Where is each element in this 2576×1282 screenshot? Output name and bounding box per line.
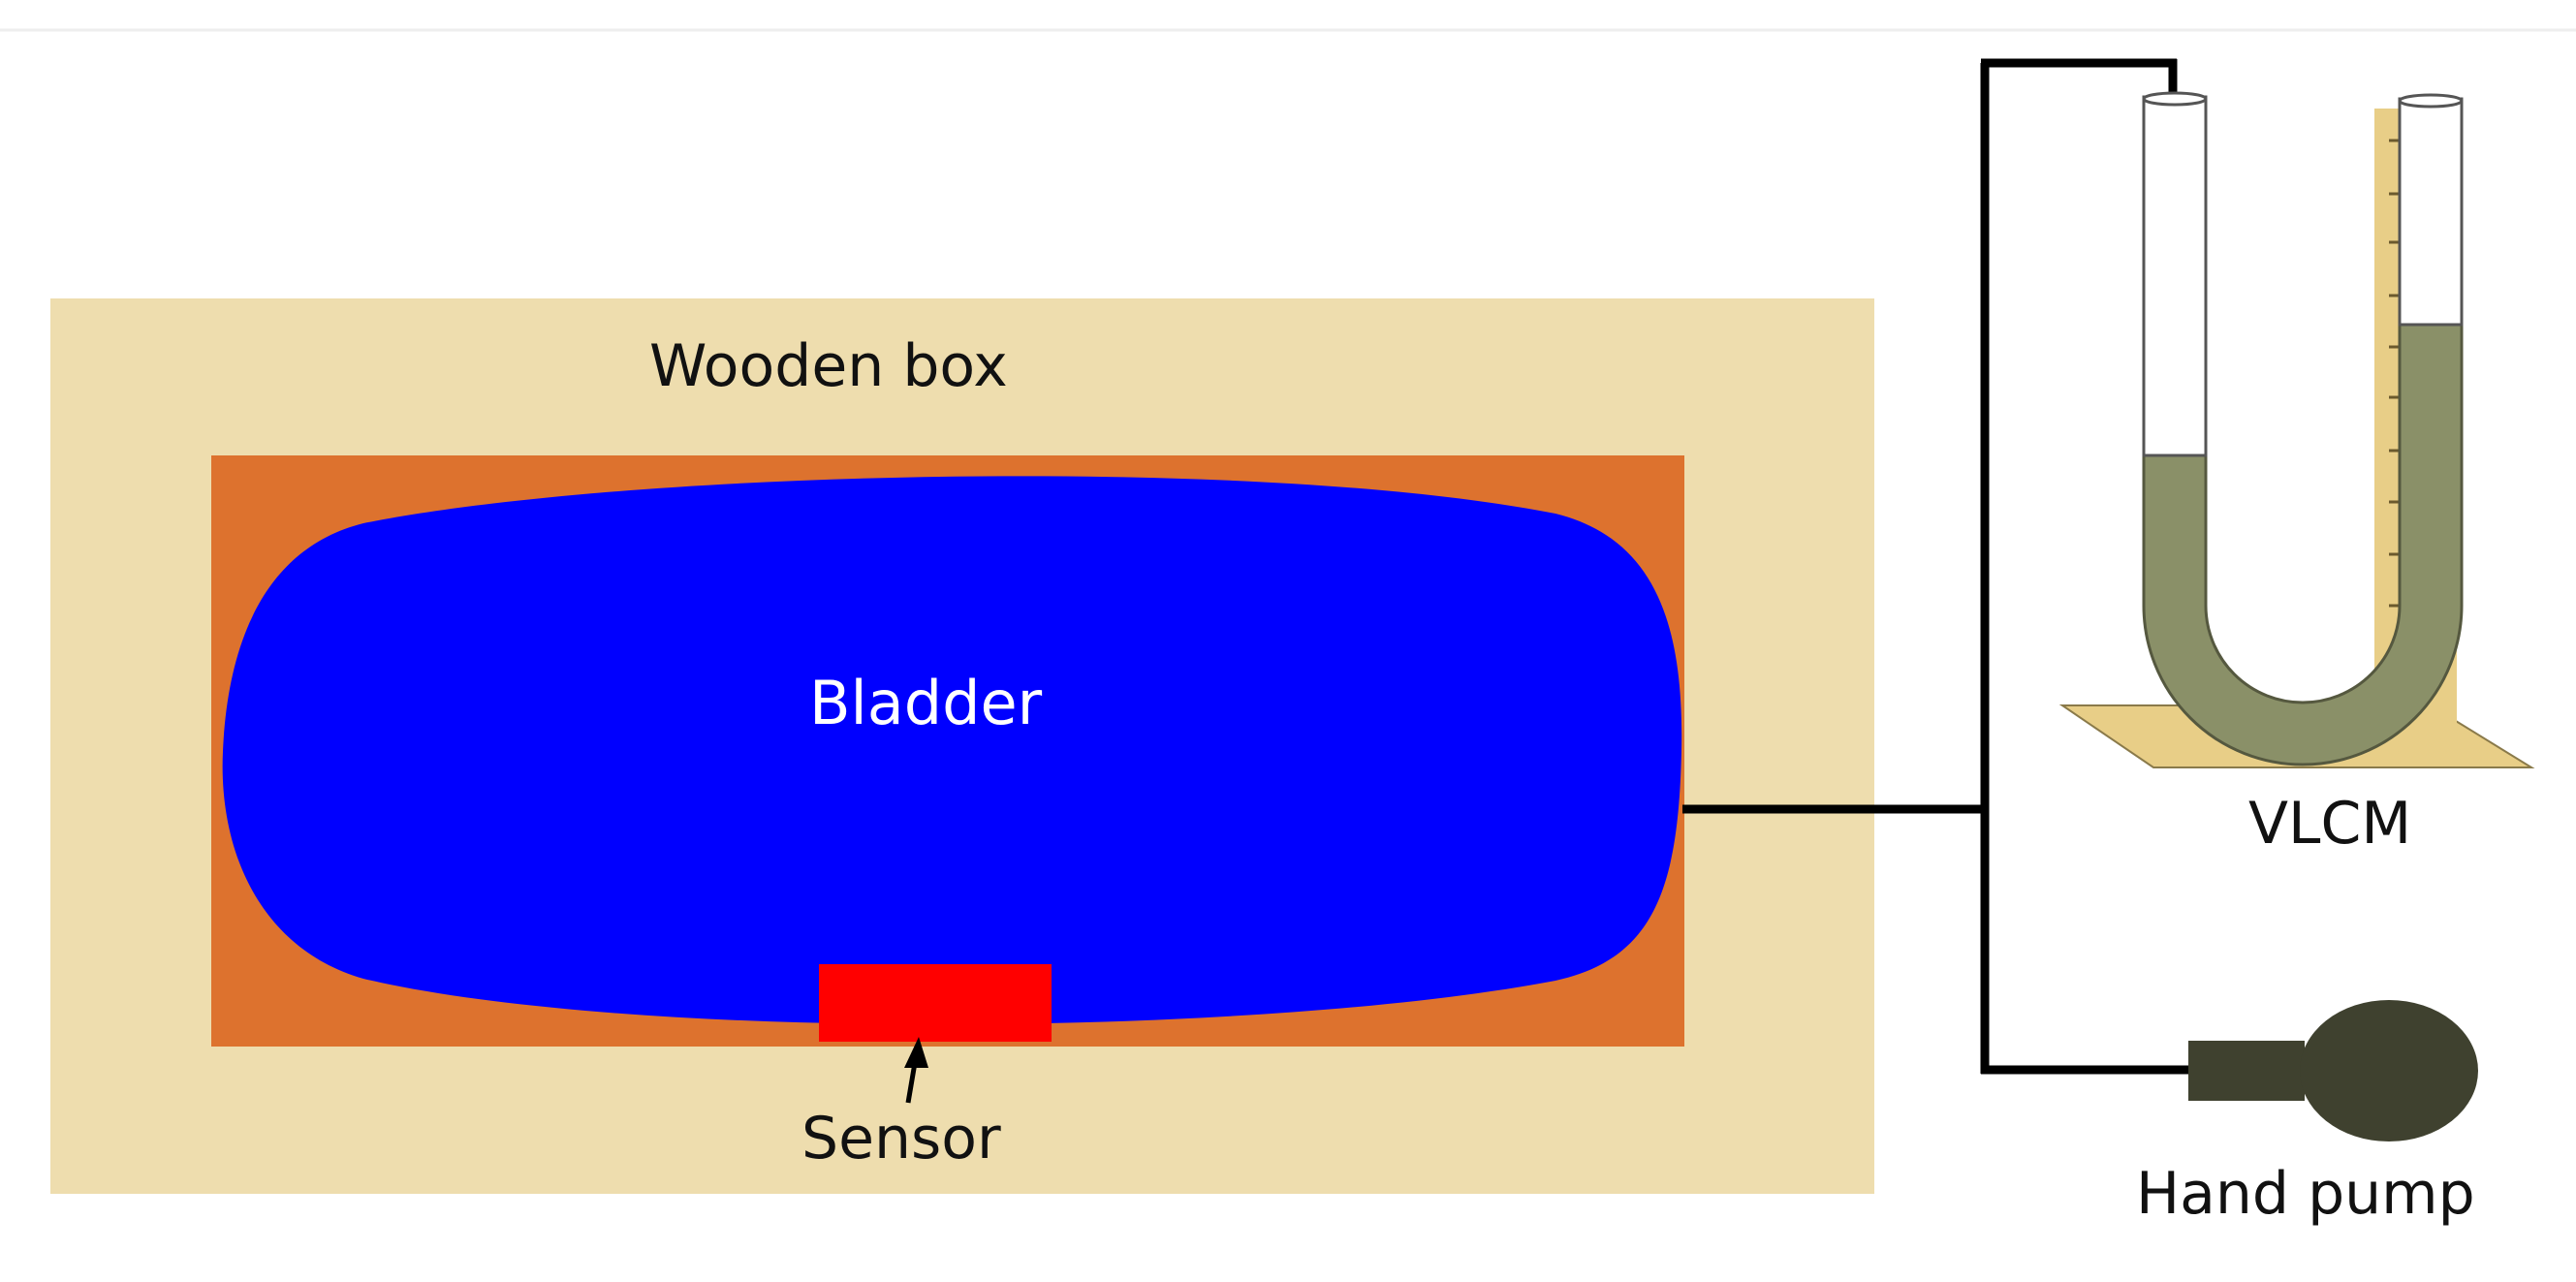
hand-pump-nozzle — [2188, 1041, 2305, 1101]
hand-pump-bulb — [2300, 1000, 2478, 1141]
label-vlcm: VLCM — [2248, 790, 2411, 858]
label-sensor: Sensor — [801, 1105, 1001, 1173]
hand-pump — [2188, 1000, 2478, 1141]
label-bladder: Bladder — [809, 668, 1043, 738]
label-hand-pump: Hand pump — [2136, 1160, 2475, 1228]
tubing — [1682, 58, 2192, 1075]
u-tube-right-top — [2398, 93, 2464, 109]
sensor — [819, 964, 1052, 1042]
vlcm-manometer — [2058, 91, 2535, 768]
label-wooden-box: Wooden box — [649, 332, 1008, 400]
u-tube-liquid — [2142, 323, 2464, 766]
bladder — [222, 476, 1682, 1025]
u-tube-right-glass — [2398, 97, 2464, 327]
u-tube-left-glass — [2142, 95, 2208, 457]
u-tube-left-top — [2142, 91, 2208, 107]
sensor-arrow-head — [904, 1037, 928, 1068]
